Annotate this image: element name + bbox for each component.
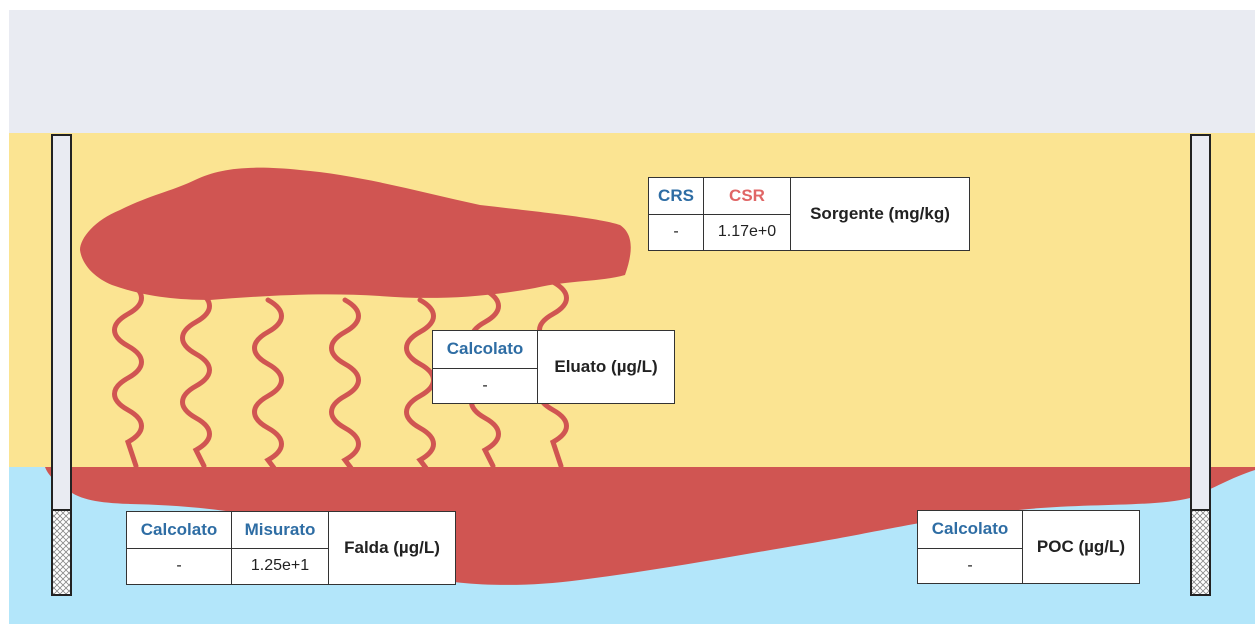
groundwater-calc-value: - <box>126 547 232 585</box>
sky-layer <box>9 10 1255 133</box>
groundwater-calc-header: Calcolato <box>126 511 232 549</box>
well-screen <box>1190 509 1211 596</box>
eluate-card: Calcolato Eluato (µg/L) - <box>432 330 675 404</box>
groundwater-title: Falda (µg/L) <box>328 511 456 585</box>
poc-calc-header: Calcolato <box>917 510 1023 549</box>
eluate-calc-value: - <box>432 367 538 404</box>
csr-value: 1.17e+0 <box>703 213 791 251</box>
eluate-title: Eluato (µg/L) <box>537 330 675 404</box>
eluate-calc-header: Calcolato <box>432 330 538 369</box>
monitoring-well-icon <box>51 134 72 596</box>
poc-calc-value: - <box>917 547 1023 584</box>
crs-header: CRS <box>648 177 704 215</box>
groundwater-card: Calcolato Misurato Falda (µg/L) - 1.25e+… <box>126 511 456 585</box>
poc-title: POC (µg/L) <box>1022 510 1140 584</box>
source-title: Sorgente (mg/kg) <box>790 177 970 251</box>
csr-header: CSR <box>703 177 791 215</box>
well-screen <box>51 509 72 596</box>
well-casing <box>1190 134 1211 511</box>
poc-card: Calcolato POC (µg/L) - <box>917 510 1140 584</box>
well-casing <box>51 134 72 511</box>
groundwater-meas-value: 1.25e+1 <box>231 547 329 585</box>
crs-value: - <box>648 213 704 251</box>
groundwater-plume <box>45 467 1255 585</box>
monitoring-well-icon <box>1190 134 1211 596</box>
source-card: CRS CSR Sorgente (mg/kg) - 1.17e+0 <box>648 177 970 251</box>
groundwater-meas-header: Misurato <box>231 511 329 549</box>
source-zone <box>80 167 631 300</box>
